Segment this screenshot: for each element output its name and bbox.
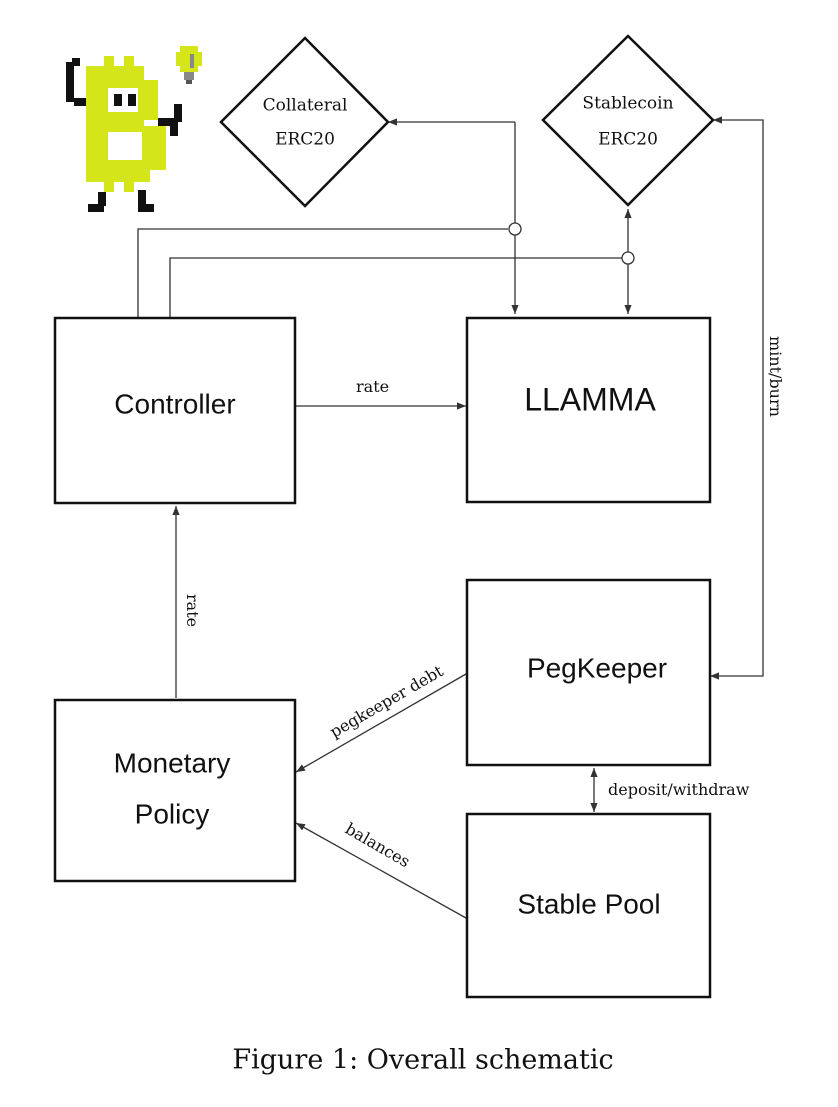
figure-caption: Figure 1: Overall schematic: [232, 1045, 613, 1076]
pegkeeper-node: PegKeeper: [465, 578, 712, 767]
controller-label: Controller: [114, 388, 235, 419]
monetary-policy-node: Monetary Policy: [53, 698, 297, 883]
edge-label-deposit-withdraw: deposit/withdraw: [608, 780, 750, 799]
junction-stablecoin: [621, 251, 635, 265]
mint-burn-line: [710, 116, 764, 680]
monetary-policy-label-line2: Policy: [135, 798, 210, 829]
controller-stablecoin-line: [169, 257, 622, 318]
edge-label-mint-burn: mint/burn: [766, 336, 785, 417]
collateral-label-line1: Collateral: [263, 96, 348, 116]
llamma-label: LLAMMA: [524, 381, 656, 417]
pool-policy-arrow: [295, 822, 467, 919]
pegkeeper-label: PegKeeper: [527, 652, 667, 683]
connectors: [137, 116, 764, 919]
stable-pool-node: Stable Pool: [465, 812, 712, 999]
collateral-erc20-node: Collateral ERC20: [219, 36, 390, 208]
edge-label-controller-llamma: rate: [356, 377, 389, 396]
bitcoin-mascot-icon: [66, 46, 202, 212]
edge-label-pegkeeper-debt: pegkeeper debt: [327, 661, 447, 741]
llamma-node: LLAMMA: [465, 316, 712, 504]
edge-label-policy-controller: rate: [183, 594, 202, 627]
stablecoin-erc20-node: Stablecoin ERC20: [541, 34, 715, 207]
controller-collateral-line: [137, 228, 508, 318]
stablecoin-label-line1: Stablecoin: [582, 94, 673, 114]
stablecoin-label-line2: ERC20: [598, 130, 658, 150]
junction-collateral: [508, 222, 522, 236]
collateral-label-line2: ERC20: [275, 130, 335, 150]
edge-label-balances: balances: [342, 819, 413, 871]
controller-node: Controller: [53, 316, 297, 505]
pegkeeper-policy-arrow: [295, 673, 467, 773]
monetary-policy-label-line1: Monetary: [114, 747, 231, 778]
stable-pool-label: Stable Pool: [517, 888, 660, 919]
